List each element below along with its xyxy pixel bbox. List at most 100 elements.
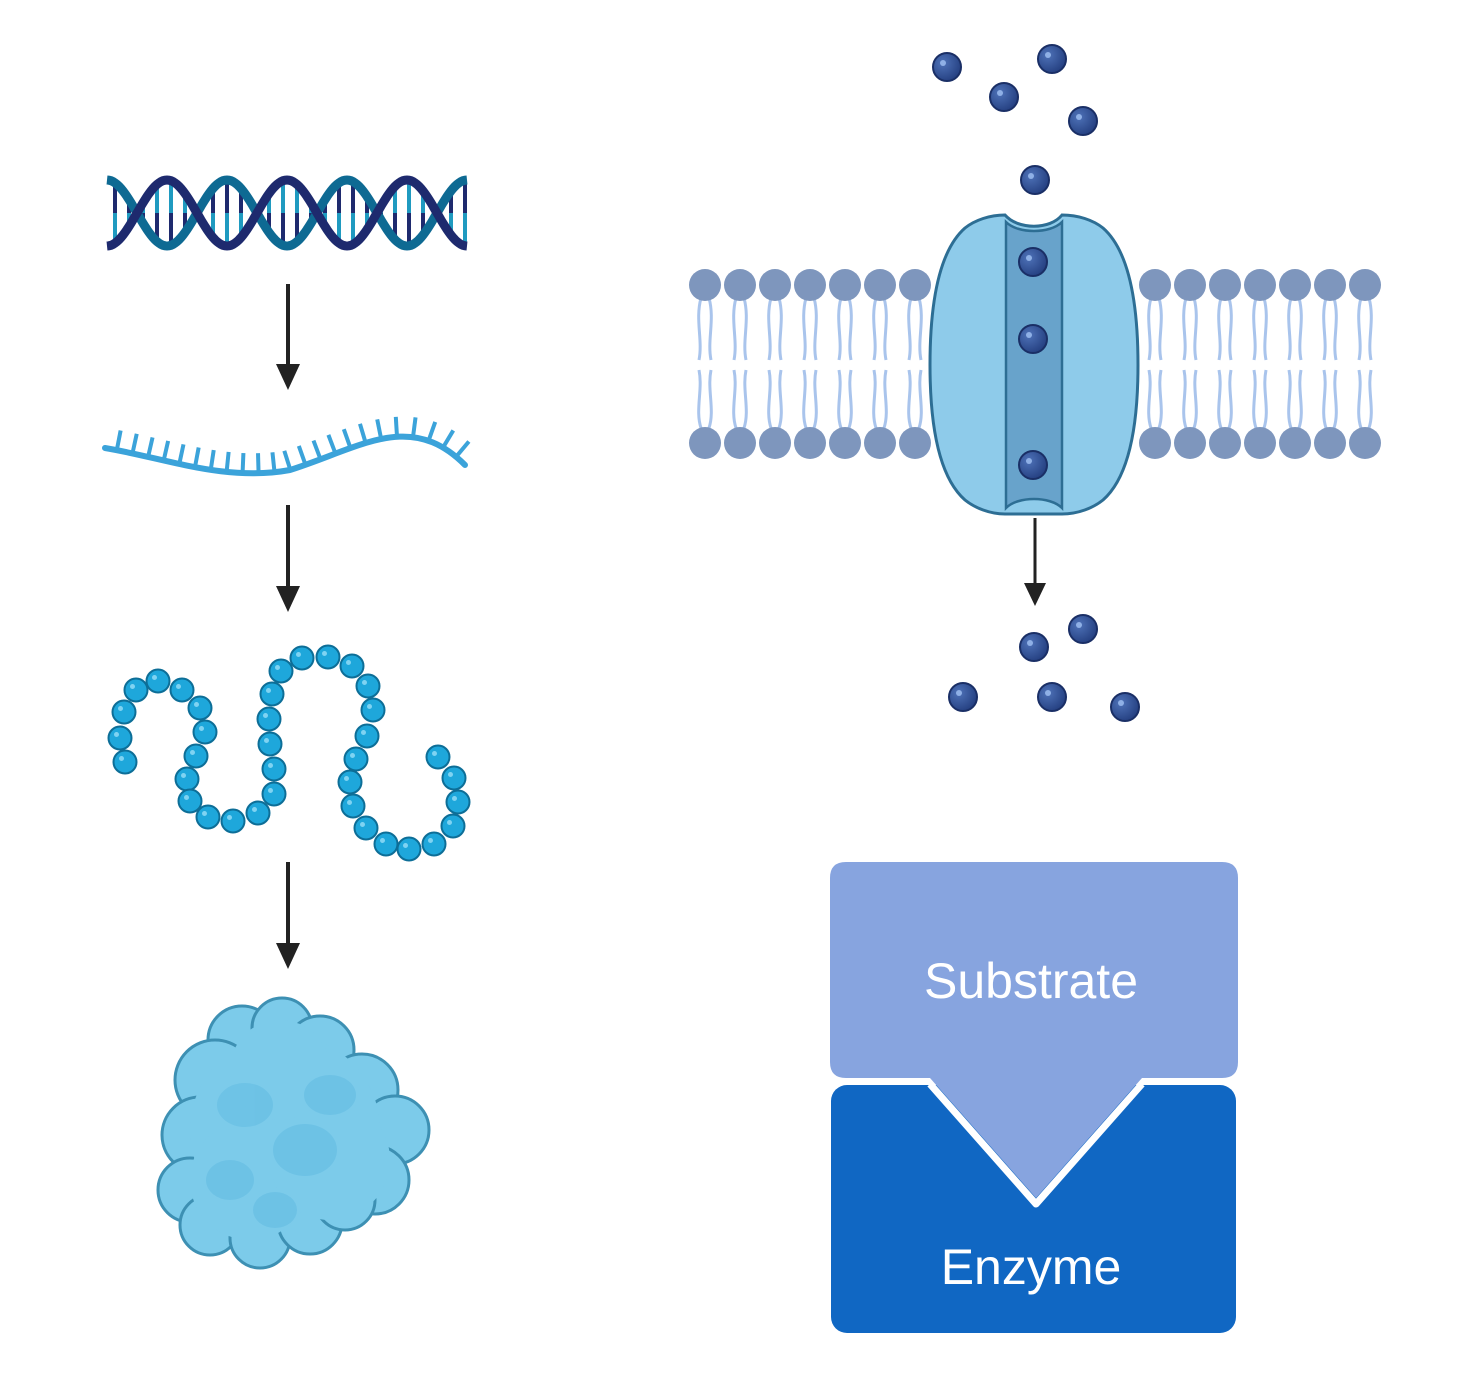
lipid-tail — [812, 297, 818, 361]
lipid-tail — [1157, 369, 1163, 429]
lipid-tail — [907, 369, 913, 429]
lipid-tail — [1192, 297, 1198, 361]
dna-strand-dark — [106, 175, 468, 251]
amino-acid-highlight — [152, 675, 157, 680]
mrna-base — [240, 452, 246, 474]
amino-acid-highlight — [361, 730, 366, 735]
amino-acid-bead — [445, 789, 471, 815]
lipid-head — [829, 269, 861, 301]
ion-sphere-icon — [1068, 614, 1098, 644]
amino-acid-bead — [337, 769, 363, 795]
lipid-tail — [1147, 369, 1153, 429]
lipid-tail — [1182, 369, 1188, 429]
amino-acid-bead — [340, 793, 366, 819]
lipid-head — [1139, 427, 1171, 459]
lipid-tail — [732, 297, 738, 361]
lipid-tail — [1287, 369, 1293, 429]
mrna-base — [270, 452, 277, 473]
mrna-base — [393, 416, 399, 437]
lipid-tail — [732, 369, 738, 429]
amino-acid-bead — [289, 645, 315, 671]
lipid-head — [1279, 269, 1311, 301]
amino-acid-highlight — [367, 704, 372, 709]
lipid-head — [1139, 269, 1171, 301]
mrna-base — [114, 430, 123, 451]
amino-acid-highlight — [263, 713, 268, 718]
amino-acid-bead — [195, 804, 221, 830]
ion-highlight — [1026, 332, 1032, 338]
ion-highlight — [1076, 622, 1082, 628]
lipid-head — [1244, 269, 1276, 301]
ion-sphere-icon — [989, 82, 1019, 112]
dna-strand-teal — [106, 175, 468, 251]
amino-acid-bead — [107, 725, 133, 751]
ion-sphere-icon — [932, 52, 962, 82]
amino-acid-bead — [123, 677, 149, 703]
lipid-tail — [1262, 369, 1268, 429]
ion-sphere-icon — [1018, 247, 1048, 277]
amino-acid-highlight — [275, 665, 280, 670]
arrow-mrna-to-polypeptide — [276, 505, 300, 612]
amino-acid-highlight — [380, 838, 385, 843]
amino-acid-bead — [261, 781, 287, 807]
lipid-head — [899, 427, 931, 459]
lipid-tail — [1217, 369, 1223, 429]
mrna-base — [441, 429, 455, 449]
arrow-dna-to-mrna — [276, 284, 300, 390]
amino-acid-highlight — [403, 843, 408, 848]
arrow-polypeptide-to-protein — [276, 862, 300, 969]
lipid-tail — [1157, 297, 1163, 361]
amino-acid-bead — [360, 697, 386, 723]
ions-extracellular — [932, 44, 1098, 195]
mrna-base — [326, 434, 338, 455]
lipid-head — [1349, 269, 1381, 301]
lipid-tail — [1262, 297, 1268, 361]
lipid-tail — [767, 297, 773, 361]
mrna-base — [193, 447, 201, 468]
amino-acid-highlight — [202, 811, 207, 816]
amino-acid-bead — [169, 677, 195, 703]
amino-acid-bead — [174, 766, 200, 792]
lipid-tail — [1227, 369, 1233, 429]
amino-acid-highlight — [118, 706, 123, 711]
lipid-tail — [1192, 369, 1198, 429]
amino-acid-highlight — [452, 796, 457, 801]
mrna-base — [161, 440, 171, 461]
amino-acid-highlight — [268, 788, 273, 793]
mrna-base — [282, 450, 293, 471]
mrna-base — [296, 445, 308, 466]
ion-sphere-icon — [1020, 165, 1050, 195]
amino-acid-highlight — [428, 838, 433, 843]
lipid-tail — [1252, 297, 1258, 361]
mrna-base — [177, 443, 186, 465]
ion-sphere-icon — [1110, 692, 1140, 722]
lipid-tail — [872, 369, 878, 429]
lipid-tail — [1367, 297, 1373, 361]
mrna-base — [375, 419, 384, 440]
lipid-tail — [1332, 297, 1338, 361]
lipid-tail — [802, 369, 808, 429]
ion-sphere-icon — [1019, 632, 1049, 662]
lipid-tail — [1297, 369, 1303, 429]
amino-acid-bead — [177, 788, 203, 814]
amino-acid-bead — [245, 800, 271, 826]
mrna-base — [410, 417, 418, 438]
lipid-head — [1349, 427, 1381, 459]
amino-acid-bead — [187, 695, 213, 721]
lipid-head — [899, 269, 931, 301]
ion-sphere-icon — [1018, 324, 1048, 354]
amino-acid-highlight — [181, 773, 186, 778]
amino-acid-highlight — [447, 820, 452, 825]
lipid-head — [1314, 269, 1346, 301]
mrna-base — [146, 436, 155, 458]
lipid-bilayer — [689, 269, 1381, 459]
ions-intracellular — [948, 614, 1140, 722]
lipid-tail — [767, 369, 773, 429]
lipid-tail — [1322, 369, 1328, 429]
ion-highlight — [940, 60, 946, 66]
ion-sphere-icon — [1037, 682, 1067, 712]
amino-acid-bead — [183, 743, 209, 769]
mrna-base — [208, 449, 216, 471]
enzyme-block — [831, 1085, 1236, 1333]
